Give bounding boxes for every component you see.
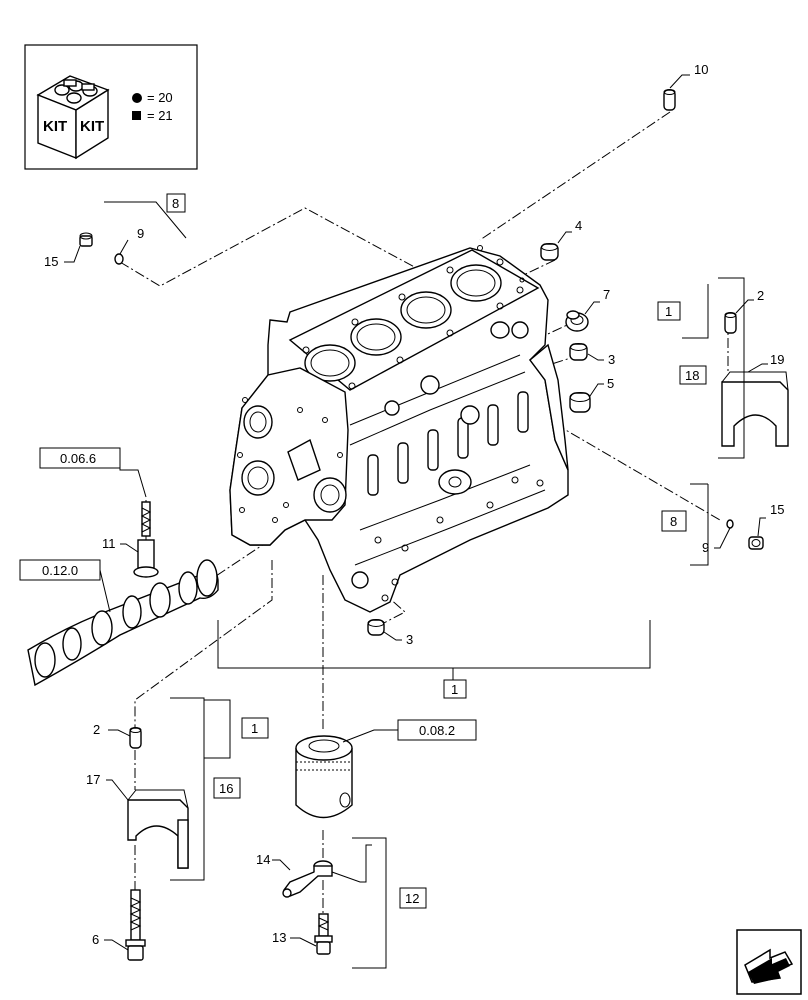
reference-boxes: 8 1 18 8 0.06.6 0.12.0 1 1 [19, 193, 707, 909]
svg-text:0.06.6: 0.06.6 [60, 451, 96, 466]
plug-5 [569, 392, 591, 413]
plug-3-upper [569, 343, 588, 361]
svg-text:18: 18 [685, 368, 699, 383]
svg-text:12: 12 [405, 891, 419, 906]
callout-13: 13 [272, 930, 286, 945]
kit-legend: KIT KIT = 20 = 21 [24, 44, 198, 170]
deck-bolt-holes [302, 245, 525, 390]
plug-3-lower [367, 619, 385, 636]
callout-4: 4 [575, 218, 582, 233]
dowel-pin-2-left [129, 727, 142, 749]
callout-15-right: 15 [770, 502, 784, 517]
kit-label-left: KIT [43, 118, 67, 135]
bearing-cap-17 [127, 789, 189, 869]
square-symbol-icon [132, 111, 141, 120]
ref-box-16[interactable]: 16 [213, 777, 241, 799]
bolt-13 [314, 913, 333, 955]
callout-7: 7 [603, 287, 610, 302]
svg-text:1: 1 [451, 682, 458, 697]
callout-19: 19 [770, 352, 784, 367]
ref-box-8-right[interactable]: 8 [661, 510, 687, 532]
kit-label-right: KIT [80, 118, 104, 135]
ref-box-8-top[interactable]: 8 [166, 193, 186, 213]
svg-text:16: 16 [219, 781, 233, 796]
next-page-arrow-icon[interactable] [736, 929, 802, 995]
kit-box-icon [36, 75, 110, 160]
ref-box-1-left[interactable]: 1 [241, 717, 269, 739]
stud-11 [133, 501, 159, 578]
camshaft [27, 559, 219, 687]
ref-box-18[interactable]: 18 [679, 365, 707, 385]
plug-7 [565, 310, 589, 332]
ref-box-12[interactable]: 12 [399, 887, 427, 909]
svg-text:0.08.2: 0.08.2 [419, 723, 455, 738]
svg-text:1: 1 [251, 721, 258, 736]
callout-10: 10 [694, 62, 708, 77]
callout-2-left: 2 [93, 722, 100, 737]
screw-15-right [748, 536, 764, 550]
bearing-cap-19 [721, 371, 789, 447]
callout-3-upper: 3 [608, 352, 615, 367]
callout-3-lower: 3 [406, 632, 413, 647]
callout-15-top: 15 [44, 254, 58, 269]
washer-9-top [114, 253, 124, 265]
callout-numbers: 10 4 7 3 5 3 9 15 9 15 2 19 11 2 17 6 14… [44, 62, 784, 947]
callout-2-right: 2 [757, 288, 764, 303]
washer-9-right [726, 519, 734, 529]
dowel-pin-10 [663, 89, 676, 111]
callout-6: 6 [92, 932, 99, 947]
plug-4 [540, 243, 559, 261]
callout-14: 14 [256, 852, 270, 867]
engine-block [229, 245, 569, 613]
square-legend-value: = 21 [147, 108, 173, 123]
ref-box-0-08-2[interactable]: 0.08.2 [397, 719, 477, 741]
screw-15-top [79, 232, 93, 247]
svg-text:8: 8 [670, 514, 677, 529]
small-parts [27, 89, 789, 961]
circle-legend-value: = 20 [147, 90, 173, 105]
svg-text:0.12.0: 0.12.0 [42, 563, 78, 578]
circle-symbol-icon [132, 93, 142, 103]
callout-9-top: 9 [137, 226, 144, 241]
cylinder-bores [304, 264, 502, 382]
block-ribs [367, 391, 529, 496]
svg-text:1: 1 [665, 304, 672, 319]
dowel-pin-2-right [724, 312, 737, 334]
callout-17: 17 [86, 772, 100, 787]
svg-text:8: 8 [172, 196, 179, 211]
ref-box-0-06-6[interactable]: 0.06.6 [39, 447, 121, 469]
ref-box-1-right[interactable]: 1 [657, 301, 681, 321]
callout-9-right: 9 [702, 540, 709, 555]
oil-jet-14 [282, 844, 372, 898]
ref-box-0-12-0[interactable]: 0.12.0 [19, 559, 101, 581]
callout-5: 5 [607, 376, 614, 391]
callout-11: 11 [102, 536, 116, 551]
bolt-6 [125, 889, 146, 961]
piston [295, 735, 353, 819]
ref-box-1-bottom[interactable]: 1 [443, 679, 467, 699]
